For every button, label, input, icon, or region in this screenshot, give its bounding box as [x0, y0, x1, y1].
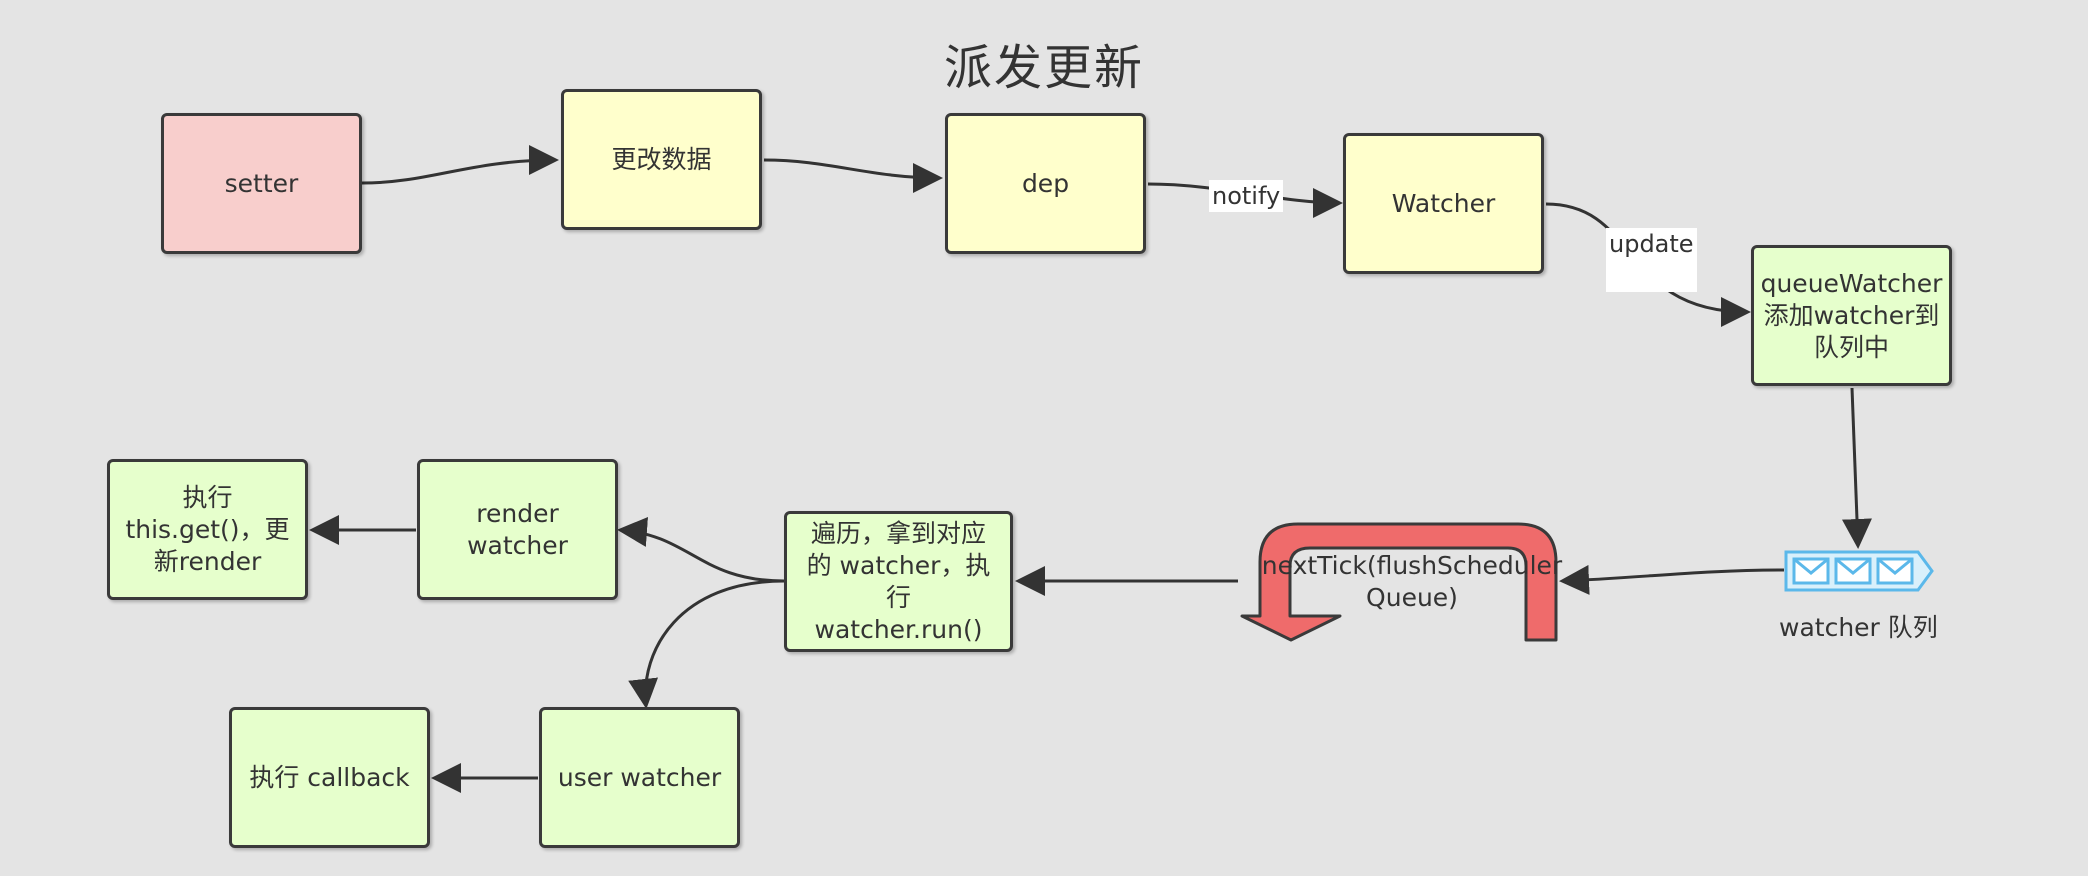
node-watcher-label: Watcher	[1391, 188, 1496, 218]
node-user-watcher-label: user watcher	[557, 762, 722, 792]
node-queue-watcher: queueWatcher 添加watcher到队列中	[1751, 245, 1952, 386]
node-dep-label: dep	[1021, 168, 1070, 198]
watcher-queue-caption: watcher 队列	[1779, 613, 1938, 642]
edge-traverse-to-user-watcher	[628, 579, 785, 709]
edge-setter-to-change-data	[361, 145, 559, 185]
edge-queue-watcher-to-queue	[1841, 387, 1872, 549]
node-dep: dep	[945, 113, 1146, 254]
node-exec-get-label: 执行this.get()，更新render	[125, 482, 290, 576]
node-traverse: 遍历，拿到对应的 watcher，执行 watcher.run()	[784, 511, 1013, 652]
node-traverse-label: 遍历，拿到对应的 watcher，执行 watcher.run()	[806, 518, 991, 644]
next-tick-label: nextTick(flushSchedulerQueue)	[1261, 551, 1563, 612]
node-watcher: Watcher	[1343, 133, 1544, 274]
node-exec-callback-label: 执行 callback	[249, 762, 410, 792]
node-setter-label: setter	[224, 168, 299, 198]
node-render-watcher-label: render watcher	[467, 498, 568, 560]
node-exec-callback: 执行 callback	[229, 707, 430, 848]
edge-queue-to-next-tick	[1559, 564, 1785, 595]
edge-label-update: update	[1606, 228, 1697, 292]
node-render-watcher: render watcher	[417, 459, 618, 600]
node-change-data: 更改数据	[561, 89, 762, 230]
node-exec-get: 执行this.get()，更新render	[107, 459, 308, 600]
node-change-data-label: 更改数据	[611, 144, 712, 174]
edge-label-notify: notify	[1209, 180, 1284, 212]
u-turn-arrow-icon	[1240, 522, 1558, 642]
edge-traverse-to-render-watcher	[617, 516, 785, 583]
node-queue-watcher-label: queueWatcher 添加watcher到队列中	[1760, 268, 1943, 362]
envelope-queue-icon	[1784, 550, 1934, 592]
node-user-watcher: user watcher	[539, 707, 740, 848]
diagram-title: 派发更新	[943, 40, 1144, 96]
edge-change-data-to-dep	[763, 158, 943, 193]
node-setter: setter	[161, 113, 362, 254]
